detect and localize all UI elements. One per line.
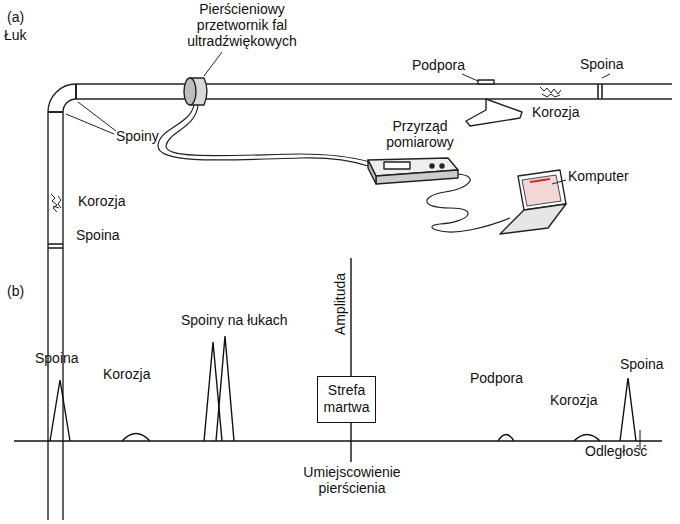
part-name: Komputer [568, 168, 629, 184]
peak-label: Spoina [620, 356, 664, 372]
elbow-weld [48, 111, 63, 113]
axis-label: Umiejscowienie pierścienia [282, 464, 422, 496]
measuring-device [376, 170, 458, 184]
part-name: Pierścieniowy przetwornik fal ultradźwię… [167, 1, 317, 49]
leader-line [204, 52, 222, 76]
echo-peak [574, 435, 600, 442]
echo-peak [620, 378, 636, 441]
pipe-system [48, 52, 672, 520]
laptop-display-bar [530, 179, 550, 182]
echo-peak [122, 434, 150, 442]
laptop-display [522, 175, 561, 206]
weld-mark [48, 243, 63, 245]
echo-peak [498, 435, 514, 442]
peak-label: Podpora [470, 370, 523, 386]
echo-peak [50, 380, 70, 441]
pipe-wall [47, 112, 48, 520]
support-plate [478, 80, 494, 84]
ring-transducer [184, 78, 196, 105]
weld-mark [597, 84, 599, 99]
cable [427, 174, 510, 232]
weld-mark [48, 247, 63, 249]
elbow-outer [48, 84, 76, 112]
part-name: Spoiny [116, 128, 159, 144]
echo-peak [216, 336, 234, 441]
device-display [384, 162, 410, 169]
part-name: Przyrząd pomiarowy [375, 118, 465, 150]
leader-line [78, 102, 116, 131]
part-name: Spoina [76, 227, 120, 243]
pipe-wall [76, 98, 672, 99]
peak-label: Spoiny na łukach [181, 312, 288, 328]
distance-axis [14, 440, 662, 441]
cable [158, 105, 368, 166]
device-knob [440, 164, 444, 168]
support [466, 99, 522, 126]
corrosion-mark [540, 87, 561, 97]
leader-line [602, 74, 610, 78]
echo-peak [204, 342, 222, 441]
peak-label: Korozja [550, 392, 597, 408]
axis-label: Amplituda [332, 273, 348, 335]
weld-mark [601, 84, 603, 99]
peak-label: Spoina [35, 350, 79, 366]
elbow-inner [63, 99, 76, 112]
laptop-screen [518, 170, 566, 210]
panel-letter: (a) [7, 9, 24, 25]
amplitude-axis [350, 258, 351, 462]
part-name: Łuk [4, 27, 27, 43]
axis-label: Odległość [585, 443, 647, 459]
pipe-wall [76, 83, 672, 84]
laptop-base [500, 204, 566, 234]
part-name: Podpora [412, 57, 465, 73]
panel-letter: (b) [7, 283, 24, 299]
leader-line [552, 180, 566, 184]
pipe-wall [62, 112, 63, 520]
part-name: Korozja [78, 193, 125, 209]
cable [166, 105, 370, 162]
leader-line [462, 74, 478, 81]
part-name: Spoina [580, 56, 624, 72]
elbow-weld [75, 84, 77, 99]
peak-label: Korozja [103, 366, 150, 382]
measuring-device [368, 160, 376, 184]
zone-box: Strefa martwa [317, 376, 376, 423]
box-text: Strefa martwa [324, 382, 370, 416]
a-scan-graph [14, 258, 662, 462]
device-knob [430, 164, 434, 168]
corrosion-mark [51, 194, 61, 212]
part-name: Korozja [532, 104, 579, 120]
